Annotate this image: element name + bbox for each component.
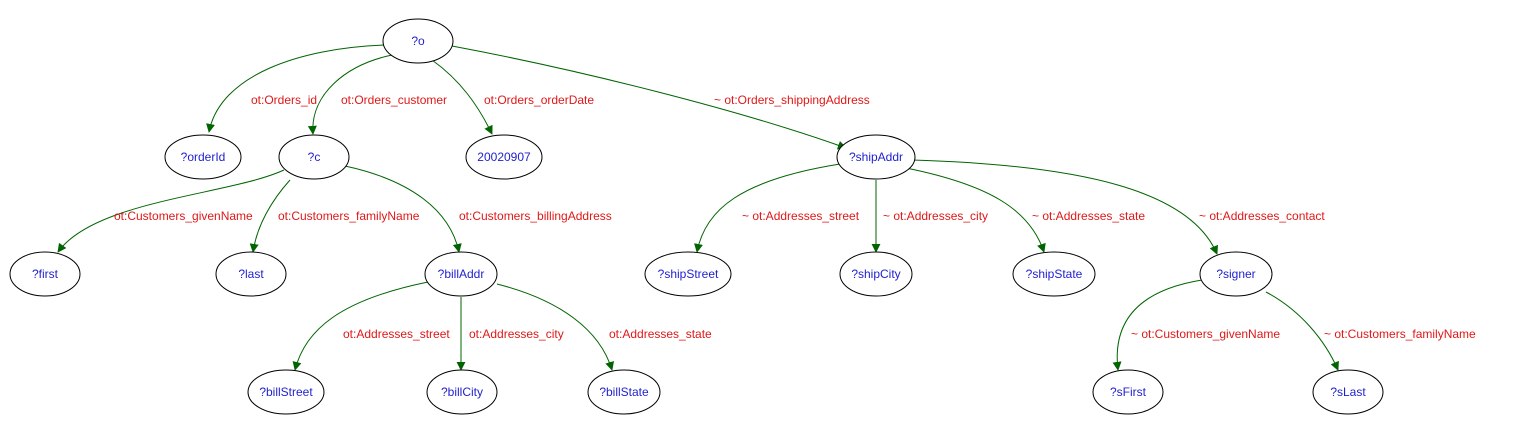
node-billstreet-label: ?billStreet	[259, 385, 313, 399]
node-billstate-label: ?billState	[599, 385, 649, 399]
edge-label-ship-addresses-city: ~ ot:Addresses_city	[883, 209, 988, 223]
node-shipaddr: ?shipAddr	[836, 134, 916, 180]
node-shipstreet-label: ?shipStreet	[658, 267, 719, 281]
edge-c-billaddr	[344, 165, 462, 253]
node-signer-label: ?signer	[1216, 267, 1255, 281]
node-billstreet: ?billStreet	[247, 369, 325, 415]
edge-label-signer-customers-givenname: ~ ot:Customers_givenName	[1131, 327, 1280, 341]
edge-shipaddr-shipstate	[905, 167, 1046, 253]
node-orderdate: 20020907	[465, 134, 543, 180]
node-shipstreet-shape	[644, 251, 732, 297]
edge-o-orderid	[206, 44, 386, 133]
node-first: ?first	[9, 251, 81, 297]
edge-o-shipaddr	[451, 45, 847, 150]
node-first-label: ?first	[32, 267, 59, 281]
node-shipstreet: ?shipStreet	[644, 251, 732, 297]
node-orderid-shape	[164, 134, 242, 180]
edge-label-ship-addresses-state: ~ ot:Addresses_state	[1032, 209, 1145, 223]
node-billaddr-shape	[424, 251, 498, 297]
node-orderid-label: ?orderId	[181, 150, 226, 164]
node-sfirst: ?sFirst	[1092, 369, 1164, 415]
node-billcity-label: ?billCity	[441, 385, 483, 399]
node-last-label: ?last	[238, 267, 264, 281]
node-c: ?c	[278, 134, 350, 180]
node-c-label: ?c	[308, 150, 321, 164]
node-sfirst-shape	[1092, 369, 1164, 415]
node-orderdate-label: 20020907	[477, 150, 531, 164]
node-o-label: ?o	[411, 34, 425, 48]
node-shipstate: ?shipState	[1012, 251, 1096, 297]
edge-label-customers-givenname: ot:Customers_givenName	[114, 209, 253, 223]
node-shipstate-label: ?shipState	[1026, 267, 1083, 281]
edge-label-customers-familyname: ot:Customers_familyName	[278, 209, 420, 223]
edge-label-bill-addresses-state: ot:Addresses_state	[609, 327, 712, 341]
node-billstreet-shape	[247, 369, 325, 415]
edge-c-last	[249, 179, 291, 253]
node-billaddr-label: ?billAddr	[438, 267, 485, 281]
edge-label-signer-customers-familyname: ~ ot:Customers_familyName	[1324, 327, 1476, 341]
node-orderdate-shape	[465, 134, 543, 180]
edge-signer-slast	[1265, 291, 1339, 371]
node-slast-label: ?sLast	[1330, 385, 1366, 399]
node-shipaddr-shape	[836, 134, 916, 180]
node-billstate: ?billState	[587, 369, 661, 415]
edge-label-customers-billingaddress: ot:Customers_billingAddress	[459, 209, 612, 223]
node-c-shape	[278, 134, 350, 180]
node-shipcity-shape	[839, 251, 913, 297]
edge-label-orders-id: ot:Orders_id	[251, 93, 317, 107]
edges	[57, 44, 1339, 371]
edge-shipaddr-shipstreet	[694, 163, 841, 253]
node-sfirst-label: ?sFirst	[1110, 385, 1147, 399]
edge-shipaddr-signer	[911, 159, 1218, 255]
node-first-shape	[9, 251, 81, 297]
node-shipstate-shape	[1012, 251, 1096, 297]
edge-label-bill-addresses-city: ot:Addresses_city	[469, 327, 564, 341]
edge-billaddr-billstate	[496, 283, 614, 371]
node-shipaddr-label: ?shipAddr	[849, 150, 903, 164]
node-o-shape	[382, 18, 454, 64]
node-billcity-shape	[426, 369, 498, 415]
edge-o-c	[307, 54, 393, 135]
edge-o-orderdate	[431, 59, 493, 135]
edge-label-bill-addresses-street: ot:Addresses_street	[343, 327, 450, 341]
node-last-shape	[215, 251, 287, 297]
node-billaddr: ?billAddr	[424, 251, 498, 297]
node-orderid: ?orderId	[164, 134, 242, 180]
edge-label-orders-shippingaddress: ~ ot:Orders_shippingAddress	[714, 93, 870, 107]
node-signer-shape	[1199, 251, 1273, 297]
node-last: ?last	[215, 251, 287, 297]
edge-signer-sfirst	[1112, 279, 1203, 371]
node-shipcity: ?shipCity	[839, 251, 913, 297]
edge-billaddr-billstreet	[292, 281, 429, 371]
node-billstate-shape	[587, 369, 661, 415]
node-o: ?o	[382, 18, 454, 64]
node-billcity: ?billCity	[426, 369, 498, 415]
edge-label-orders-customer: ot:Orders_customer	[341, 93, 447, 107]
edge-labels: ot:Orders_id ot:Orders_customer ot:Order…	[114, 93, 1476, 341]
edge-label-ship-addresses-street: ~ ot:Addresses_street	[742, 209, 860, 223]
node-slast-shape	[1312, 369, 1384, 415]
node-shipcity-label: ?shipCity	[851, 267, 900, 281]
edge-c-first	[57, 169, 285, 253]
node-signer: ?signer	[1199, 251, 1273, 297]
edge-label-orders-orderdate: ot:Orders_orderDate	[484, 93, 594, 107]
nodes: ?o ?orderId ?c 20020907 ?shipAddr ?first…	[9, 18, 1384, 415]
node-slast: ?sLast	[1312, 369, 1384, 415]
edge-label-ship-addresses-contact: ~ ot:Addresses_contact	[1199, 209, 1325, 223]
